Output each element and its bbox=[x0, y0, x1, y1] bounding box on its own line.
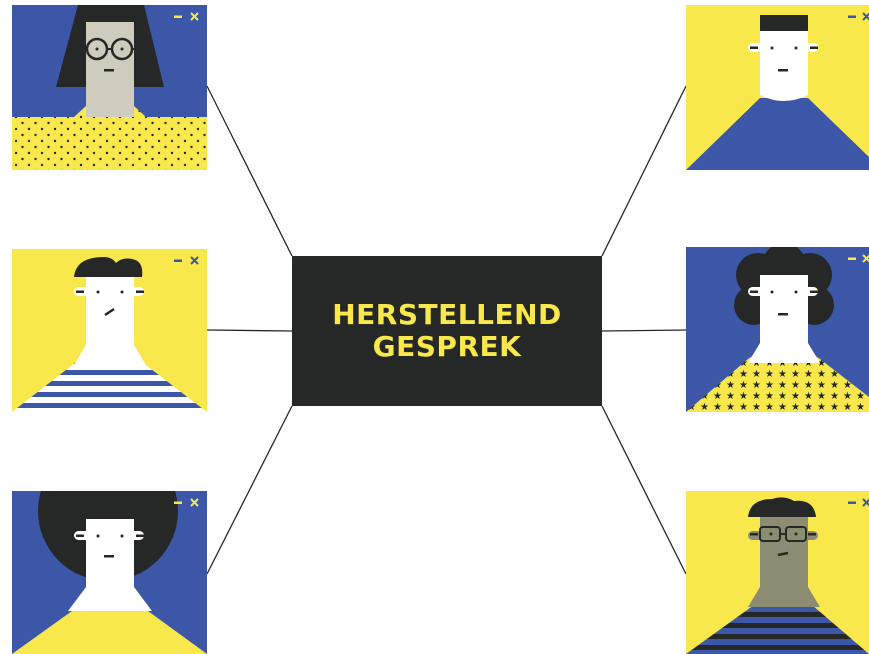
central-topic-line-2: GESPREK bbox=[372, 330, 522, 363]
avatar-woman-round-hair bbox=[12, 491, 207, 654]
connector-bottom-right bbox=[601, 405, 687, 575]
participant-card-2 bbox=[686, 5, 869, 170]
minimize-icon[interactable] bbox=[848, 254, 857, 263]
participant-card-3 bbox=[12, 249, 207, 412]
close-icon[interactable] bbox=[190, 498, 199, 507]
close-icon[interactable] bbox=[862, 12, 869, 21]
minimize-icon[interactable] bbox=[174, 498, 183, 507]
participant-card-6 bbox=[686, 491, 869, 654]
avatar-man-striped-shirt bbox=[12, 257, 207, 412]
close-icon[interactable] bbox=[190, 12, 199, 21]
minimize-icon[interactable] bbox=[848, 12, 857, 21]
minimize-icon[interactable] bbox=[848, 498, 857, 507]
connector-bottom-left bbox=[206, 405, 293, 575]
connector-middle-left bbox=[206, 329, 293, 332]
avatar-man-flat-hair bbox=[686, 15, 869, 170]
minimize-icon[interactable] bbox=[174, 12, 183, 21]
close-icon[interactable] bbox=[862, 498, 869, 507]
participant-card-4: ★ bbox=[686, 247, 869, 412]
connector-middle-right bbox=[601, 329, 687, 332]
avatar-man-olive-glasses bbox=[686, 497, 869, 654]
minimize-icon[interactable] bbox=[174, 256, 183, 265]
participant-card-1 bbox=[12, 5, 207, 170]
central-topic-line-1: HERSTELLEND bbox=[332, 298, 562, 331]
close-icon[interactable] bbox=[862, 254, 869, 263]
connector-top-left bbox=[206, 85, 293, 257]
avatar-woman-glasses bbox=[12, 5, 207, 170]
close-icon[interactable] bbox=[190, 256, 199, 265]
connector-top-right bbox=[601, 85, 687, 257]
central-topic-box: HERSTELLEND GESPREK bbox=[292, 256, 602, 406]
participant-card-5 bbox=[12, 491, 207, 654]
avatar-woman-curly-hair: ★ bbox=[686, 247, 869, 412]
